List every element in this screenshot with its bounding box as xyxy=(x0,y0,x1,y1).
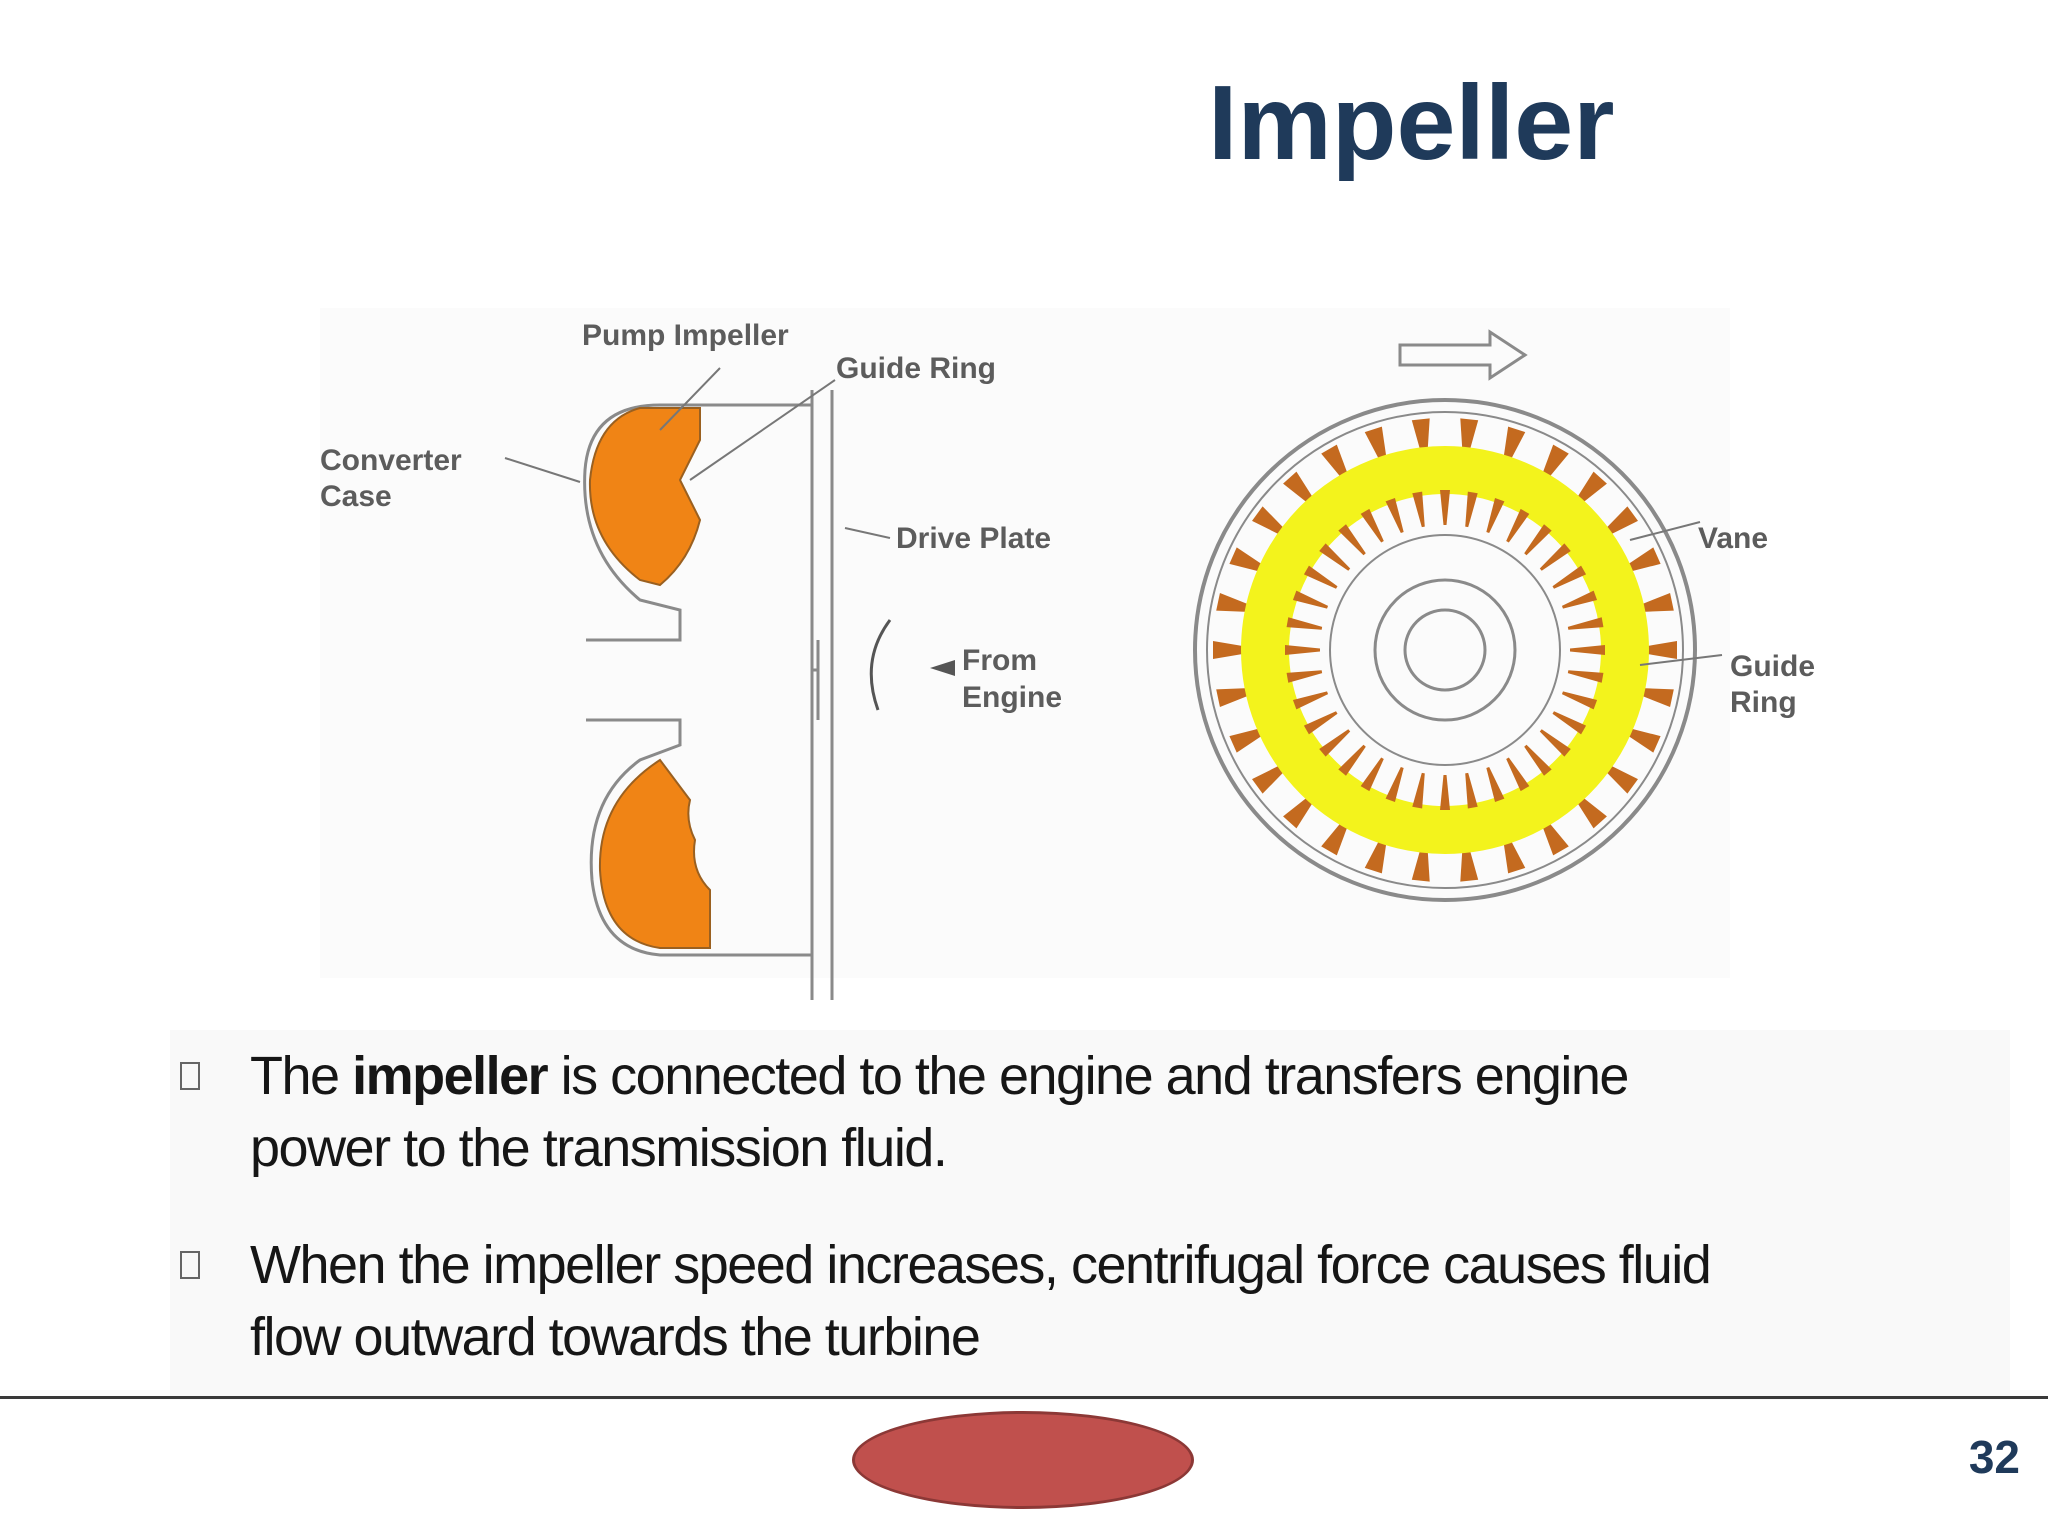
impeller-vane xyxy=(1338,524,1366,556)
impeller-vane xyxy=(1486,766,1505,803)
impeller-vane xyxy=(1540,817,1569,856)
label-front-guide-ring-1: Guide xyxy=(1730,650,1815,683)
impeller-vane xyxy=(1321,817,1350,856)
hollow-square-icon xyxy=(180,1062,200,1090)
impeller-vane xyxy=(1573,471,1607,507)
impeller-vane xyxy=(1229,547,1268,574)
impeller-vane xyxy=(1502,426,1526,466)
impeller-vane xyxy=(1567,617,1604,630)
impeller-vane xyxy=(1412,491,1425,528)
impeller-vane xyxy=(1385,766,1404,803)
label-front-guide-ring-2: Ring xyxy=(1730,686,1797,719)
pump-impeller-upper xyxy=(588,407,702,587)
text-panel xyxy=(170,1030,2010,1400)
impeller-vane xyxy=(1411,843,1430,882)
impeller-vane xyxy=(1622,726,1661,753)
impeller-vane xyxy=(1360,508,1384,543)
slide-title: Impeller xyxy=(1208,64,1615,182)
impeller-vane xyxy=(1292,590,1329,609)
label-from-engine-1: From xyxy=(962,644,1037,677)
diagram-panel xyxy=(320,308,1730,978)
drive-plate xyxy=(810,390,834,1000)
impeller-vane xyxy=(1601,762,1638,794)
impeller-vane xyxy=(1385,497,1404,534)
bullet-text: The impeller is connected to the engine … xyxy=(250,1046,1629,1178)
converter-case-upper xyxy=(583,403,812,642)
impeller-vane xyxy=(1319,543,1351,571)
impeller-vane xyxy=(1283,793,1317,829)
footer-divider xyxy=(0,1396,2048,1399)
label-drive-plate: Drive Plate xyxy=(896,522,1051,555)
converter-case-lower xyxy=(586,718,812,957)
impeller-vane xyxy=(1216,592,1255,613)
page-number: 32 xyxy=(1968,1431,2020,1483)
impeller-vane xyxy=(1303,565,1338,589)
impeller-vane xyxy=(1465,491,1478,528)
impeller-vane xyxy=(1601,506,1638,538)
impeller-diagram: Pump Impeller Guide Ring Converter Case … xyxy=(320,319,1815,1000)
impeller-vane xyxy=(1552,565,1587,589)
impeller-vane xyxy=(1552,711,1587,735)
impeller-vane xyxy=(1303,711,1338,735)
impeller-vane xyxy=(1460,418,1479,457)
impeller-vane xyxy=(1561,590,1598,609)
impeller-vane xyxy=(1321,444,1350,483)
impeller-vane xyxy=(1286,670,1323,683)
impeller-vane xyxy=(1364,426,1388,466)
bullet-bold-term: impeller xyxy=(352,1046,549,1106)
impeller-vane xyxy=(1216,687,1255,708)
impeller-vane xyxy=(1540,444,1569,483)
impeller-vane xyxy=(1502,834,1526,874)
impeller-vane xyxy=(1213,641,1250,659)
impeller-vane xyxy=(1229,726,1268,753)
impeller-vane xyxy=(1412,772,1425,809)
impeller-vane xyxy=(1338,744,1366,776)
impeller-vane xyxy=(1285,645,1320,655)
impeller-vane xyxy=(1635,687,1674,708)
front-view xyxy=(1193,329,1723,902)
impeller-vane xyxy=(1286,617,1323,630)
impeller-vane xyxy=(1465,772,1478,809)
footer-oval-button[interactable] xyxy=(852,1411,1194,1509)
impeller-vane xyxy=(1319,729,1351,757)
rotation-arrow-icon xyxy=(1398,329,1528,381)
impeller-vane xyxy=(1640,641,1677,659)
guide-ring xyxy=(1241,446,1649,854)
label-guide-ring: Guide Ring xyxy=(836,352,996,385)
impeller-vane xyxy=(1440,490,1450,525)
impeller-vane xyxy=(1506,757,1530,792)
label-from-engine-2: Engine xyxy=(962,681,1062,714)
impeller-vane xyxy=(1524,524,1552,556)
impeller-vane xyxy=(1539,729,1571,757)
impeller-vane xyxy=(1635,592,1674,613)
impeller-vane xyxy=(1561,691,1598,710)
label-converter-case-1: Converter xyxy=(320,444,462,477)
impeller-vane xyxy=(1360,757,1384,792)
label-converter-case-2: Case xyxy=(320,480,392,513)
impeller-vane xyxy=(1622,547,1661,574)
impeller-vane xyxy=(1440,775,1450,810)
hollow-square-icon xyxy=(180,1251,200,1279)
bullet-text: When the impeller speed increases, centr… xyxy=(250,1235,1712,1367)
impeller-vane xyxy=(1364,834,1388,874)
label-vane: Vane xyxy=(1698,522,1768,555)
pump-impeller-lower xyxy=(598,758,711,949)
impeller-vane xyxy=(1486,497,1505,534)
impeller-vane xyxy=(1460,843,1479,882)
impeller-vane xyxy=(1283,471,1317,507)
cross-section-view xyxy=(504,367,955,1000)
impeller-vane xyxy=(1524,744,1552,776)
impeller-vane xyxy=(1506,508,1530,543)
impeller-vane xyxy=(1411,418,1430,457)
impeller-vane xyxy=(1570,645,1605,655)
impeller-vane xyxy=(1567,670,1604,683)
impeller-vane xyxy=(1292,691,1329,710)
impeller-vane xyxy=(1252,506,1289,538)
impeller-vane xyxy=(1539,543,1571,571)
label-pump-impeller: Pump Impeller xyxy=(582,319,789,352)
impeller-vane xyxy=(1573,793,1607,829)
impeller-vane xyxy=(1252,762,1289,794)
